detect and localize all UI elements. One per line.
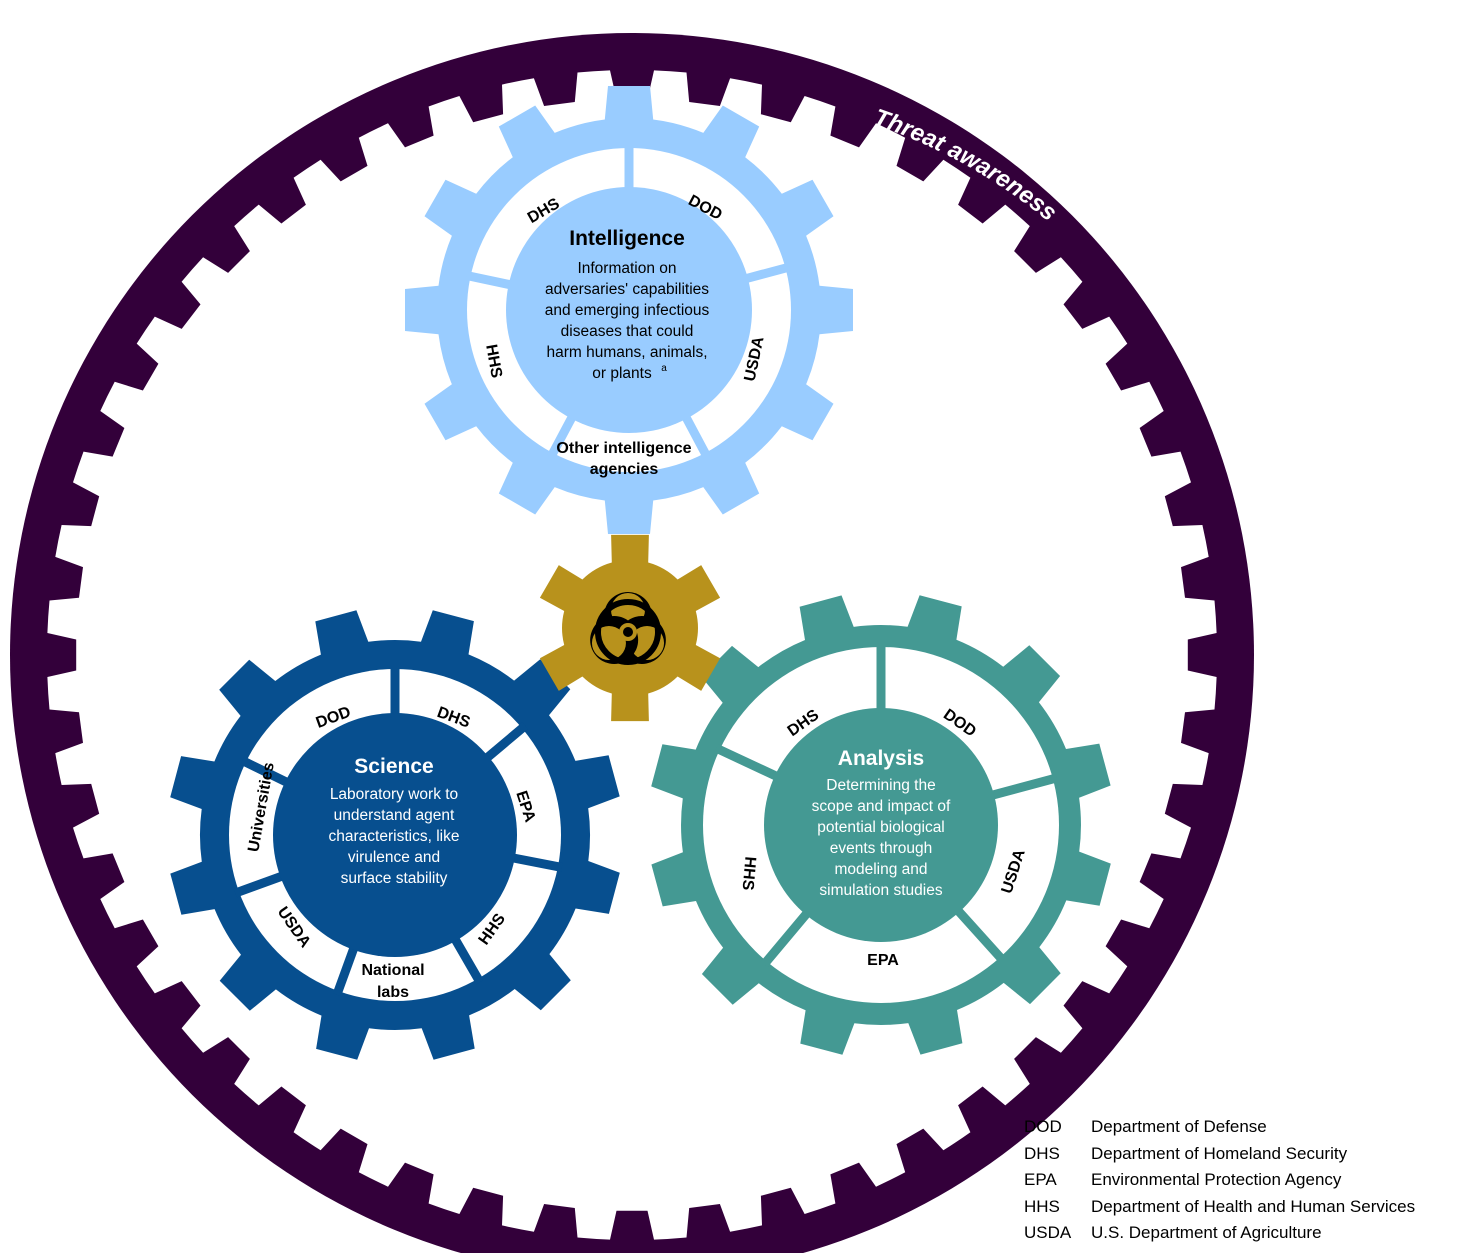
analysis-description: Determining the scope and impact of pote… [812, 777, 951, 899]
gear-spoke [988, 773, 1058, 801]
science-desc-line: characteristics, like [329, 828, 460, 845]
legend-full: U.S. Department of Agriculture [1091, 1223, 1322, 1242]
segment-hhs: HHS [482, 343, 505, 380]
gear-spoke [233, 871, 286, 898]
science-gear-spokes [233, 665, 563, 997]
legend-full: Department of Health and Human Services [1091, 1196, 1416, 1216]
legend-row: USDA U.S. Department of Agriculture [1024, 1223, 1415, 1250]
legend-row: EPA Environmental Protection Agency [1024, 1170, 1415, 1197]
science-desc-line: surface stability [341, 870, 448, 887]
science-gear-hub [273, 713, 517, 957]
legend-abbr: USDA [1024, 1223, 1072, 1242]
analysis-desc-line: events through [830, 840, 933, 857]
science-desc-line: Laboratory work to [330, 786, 458, 803]
gear-spoke [547, 412, 578, 459]
intelligence-gear-spokes [465, 144, 791, 459]
gear-spoke [680, 412, 711, 459]
legend-row: DOD Department of Defense [1024, 1117, 1415, 1144]
legend-abbr: EPA [1024, 1170, 1057, 1189]
science-title: Science [354, 755, 433, 778]
intelligence-desc-line: Information on [577, 260, 676, 277]
biohazard-center [623, 627, 633, 637]
gear-spoke [240, 756, 291, 788]
legend-abbr: DOD [1024, 1117, 1062, 1136]
segment-national-labs: National [361, 962, 424, 979]
science-description: Laboratory work to understand agent char… [329, 786, 460, 887]
analysis-desc-line: simulation studies [819, 882, 942, 899]
gear-spoke [450, 934, 484, 985]
segment-hhs: HHS [739, 856, 759, 891]
abbreviation-legend: DOD Department of Defense DHS Department o… [1024, 1117, 1415, 1250]
segment-national-labs-line2: labs [377, 984, 409, 1001]
analysis-desc-line: potential biological [817, 819, 945, 836]
intelligence-desc-line: and emerging infectious [545, 302, 710, 319]
segment-epa: EPA [867, 952, 899, 969]
analysis-gear-hub [764, 708, 998, 942]
segment-other-intelligence: Other intelligence [556, 440, 691, 457]
biohazard-ring [595, 599, 661, 665]
analysis-gear: Analysis Determining the scope and impac… [651, 595, 1111, 1055]
legend-full: Environmental Protection Agency [1091, 1170, 1342, 1189]
gear-spoke [714, 744, 781, 782]
analysis-title: Analysis [838, 747, 924, 770]
gear-spoke [509, 853, 563, 872]
analysis-desc-line: Determining the [826, 777, 935, 794]
intelligence-description: Information on adversaries' capabilities… [545, 260, 710, 382]
biohazard-icon [590, 592, 666, 665]
science-desc-line: virulence and [348, 849, 440, 866]
intelligence-desc-line: diseases that could [561, 323, 694, 340]
analysis-desc-line: modeling and [834, 861, 927, 878]
biohazard-gear [539, 534, 721, 722]
intelligence-desc-line: harm humans, animals, [546, 344, 707, 361]
science-gear: Science Laboratory work to understand ag… [170, 610, 620, 1060]
legend-abbr: DHS [1024, 1143, 1060, 1163]
science-desc-line: understand agent [334, 807, 455, 824]
gear-spoke [332, 944, 359, 997]
intelligence-desc-line: or plants [592, 365, 652, 382]
intelligence-gear: Intelligence Information on adversaries'… [405, 86, 853, 534]
gear-spoke [482, 722, 529, 763]
gear-spoke [760, 908, 812, 968]
legend-abbr: HHS [1024, 1196, 1060, 1216]
gear-spoke [953, 905, 1007, 964]
legend-row: HHS Department of Health and Human Servic… [1024, 1197, 1415, 1224]
intelligence-gear-hub [506, 187, 752, 433]
analysis-gear-spokes [714, 643, 1058, 968]
intelligence-title: Intelligence [569, 227, 685, 250]
intelligence-footnote: a [661, 363, 667, 374]
gear-spoke [465, 271, 515, 290]
legend-row: DHS Department of Homeland Security [1024, 1144, 1415, 1171]
intelligence-desc-line: adversaries' capabilities [545, 281, 709, 298]
analysis-desc-line: scope and impact of [812, 798, 951, 815]
legend-full: Department of Homeland Security [1091, 1143, 1348, 1163]
legend-full: Department of Defense [1091, 1117, 1267, 1136]
gear-spoke [741, 262, 791, 284]
segment-other-intelligence-line2: agencies [590, 461, 659, 478]
